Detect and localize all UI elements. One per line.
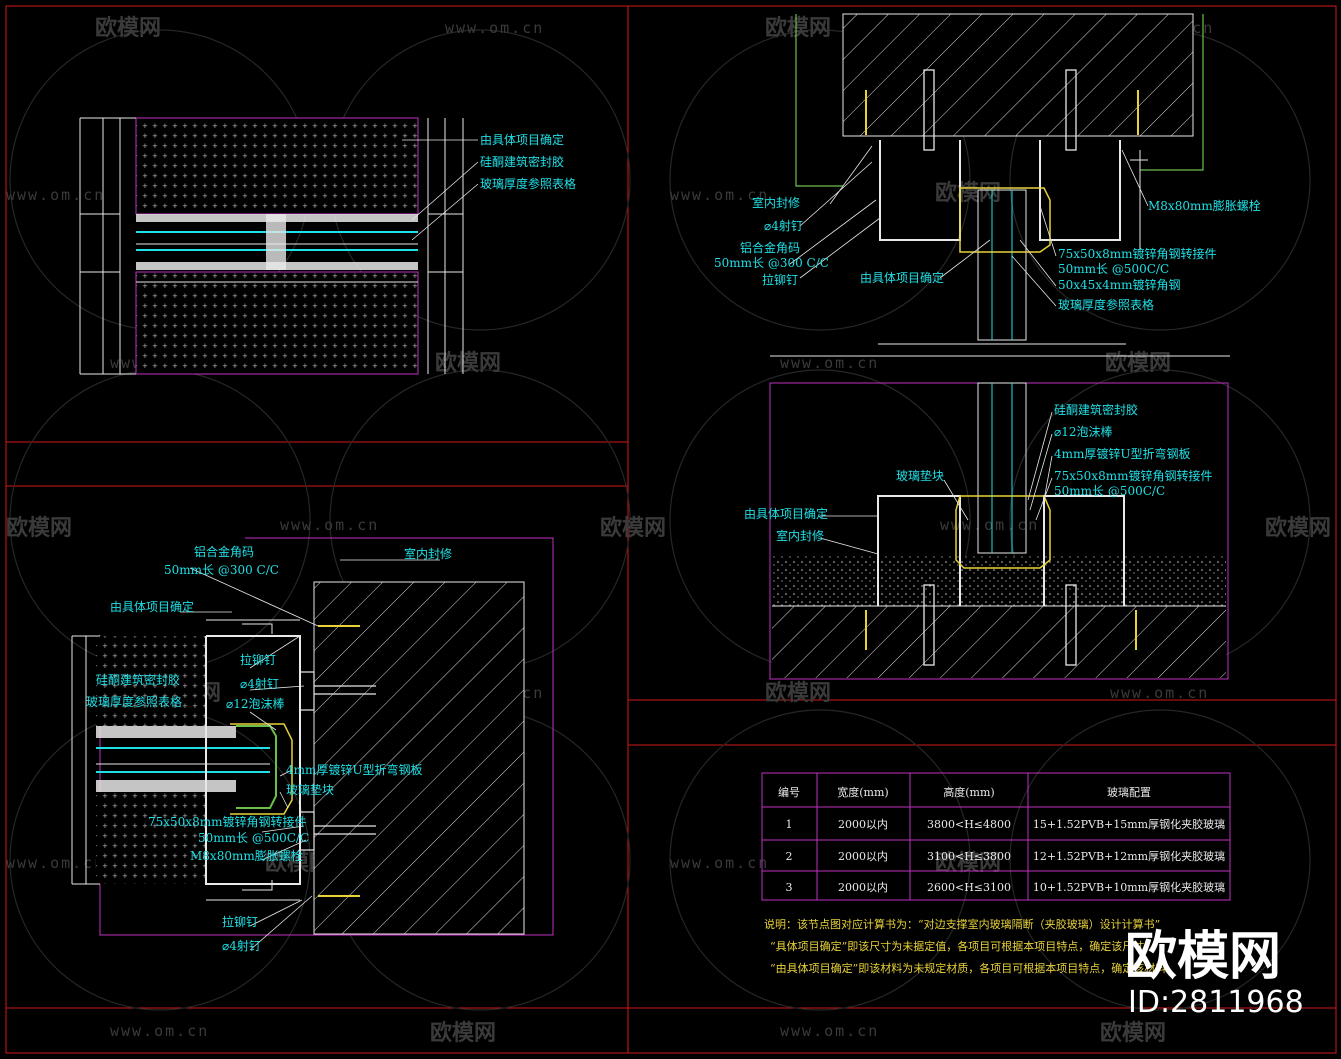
side-label-angle-bracket: 75x50x8mm镀锌角钢转接件 [148, 814, 306, 829]
bottom-label-project: 由具体项目确定 [744, 506, 828, 521]
side-label-rivet: 拉铆钉 [240, 652, 276, 667]
bottom-label-setting-block: 玻璃垫块 [896, 468, 944, 483]
watermark-logo: 欧模网 [935, 850, 1001, 876]
top-label-spacing: 50mm长 @300 C/C [714, 256, 829, 270]
table-cell: 2000以内 [838, 880, 888, 894]
bottom-label-finish: 室内封修 [776, 528, 824, 543]
table-cell: 2000以内 [838, 849, 888, 863]
table-header-no: 编号 [778, 785, 800, 799]
watermark-logo: 欧模网 [1100, 1020, 1166, 1046]
table-cell: 15+1.52PVB+15mm厚钢化夹胶玻璃 [1033, 817, 1225, 831]
side-label-corner-code: 铝合金角码 [194, 544, 254, 559]
watermark-url: www.om.cn [780, 354, 879, 372]
top-label-rivet: 拉铆钉 [762, 272, 798, 287]
watermark-url: www.om.cn [445, 19, 544, 37]
table-cell: 2 [786, 850, 793, 863]
watermark-url: www.om.cn [6, 854, 105, 872]
side-label-finish: 室内封修 [404, 546, 452, 561]
glass-config-table: 编号 宽度(mm) 高度(mm) 玻璃配置 1 2000以内 3800<H≤48… [761, 772, 1231, 901]
watermark-url: www.om.cn [1110, 684, 1209, 702]
table-cell: 3800<H≤4800 [927, 818, 1011, 831]
side-label-nail-2: ⌀4射钉 [222, 938, 261, 953]
note-line-2: “具体项目确定”即该尺寸为未据定值，各项目可根据本项目特点，确定该尺寸 [770, 939, 1144, 953]
top-label-angle-steel: 50x45x4mm镀锌角钢 [1058, 278, 1180, 292]
drawing-frame [5, 5, 1337, 1054]
top-label-corner-code: 铝合金角码 [740, 240, 800, 255]
top-label-glass: 玻璃厚度参照表格 [1058, 297, 1154, 312]
watermark-url: www.om.cn [670, 186, 769, 204]
watermark-url: www.om.cn [670, 854, 769, 872]
watermark-url: www.om.cn [280, 516, 379, 534]
watermark-logo: 欧模网 [1105, 350, 1171, 376]
brand-id: ID:2811968 [1128, 985, 1304, 1020]
watermark-logo: 欧模网 [6, 515, 72, 541]
side-label-glass: 玻璃厚度参照表格 [86, 694, 182, 709]
side-label-nail: ⌀4射钉 [240, 676, 279, 691]
watermark-url: www.om.cn [6, 186, 105, 204]
watermark-logo: 欧模网 [95, 15, 161, 41]
side-label-foam-rod: ⌀12泡沫棒 [226, 697, 285, 711]
brand-watermark: 欧模网 ID:2811968 [1125, 927, 1304, 1020]
top-label-finish: 室内封修 [752, 195, 800, 210]
side-label-sealant: 硅酮建筑密封胶 [96, 672, 180, 687]
watermark-url: www.om.cn [780, 1022, 879, 1040]
watermark-logo: 欧模网 [1265, 515, 1331, 541]
top-label-anchor-bolt: M8x80mm膨胀螺栓 [1148, 198, 1261, 213]
watermark-logo: 欧模网 [600, 515, 666, 541]
side-label-rivet-2: 拉铆钉 [222, 914, 258, 929]
side-section: 铝合金角码 50mm长 @300 C/C 室内封修 由具体项目确定 拉铆钉 ⌀4… [71, 537, 554, 953]
notes: 说明：该节点图对应计算书为：“对边支撑室内玻璃隔断（夹胶玻璃）设计计算书” “具… [764, 917, 1166, 975]
plan-label-sealant: 硅酮建筑密封胶 [480, 154, 564, 169]
bottom-label-bracket-spacing: 50mm长 @500C/C [1054, 484, 1165, 498]
watermark-url: www.om.cn [940, 516, 1039, 534]
top-label-angle-bracket: 75x50x8mm镀锌角钢转接件 [1058, 246, 1216, 261]
brand-logo: 欧模网 [1125, 927, 1281, 987]
watermark-url: www.om.cn [110, 1022, 209, 1040]
table-cell: 2600<H≤3100 [927, 881, 1011, 894]
side-label-anchor-bolt: M8x80mm膨胀螺栓 [190, 848, 303, 863]
table-cell: 2000以内 [838, 817, 888, 831]
bottom-section: 硅酮建筑密封胶 ⌀12泡沫棒 4mm厚镀锌U型折弯钢板 75x50x8mm镀锌角… [744, 382, 1229, 680]
watermark-logo: 欧模网 [765, 15, 831, 41]
bottom-label-angle-bracket: 75x50x8mm镀锌角钢转接件 [1054, 468, 1212, 483]
side-label-spacing: 50mm长 @300 C/C [164, 563, 279, 577]
top-label-nail: ⌀4射钉 [764, 218, 803, 233]
top-section: 室内封修 ⌀4射钉 铝合金角码 50mm长 @300 C/C 拉铆钉 由具体项目… [714, 13, 1261, 357]
bottom-label-steel-plate: 4mm厚镀锌U型折弯钢板 [1054, 446, 1191, 461]
table-header-config: 玻璃配置 [1107, 785, 1151, 799]
watermark-logo: 欧模网 [765, 680, 831, 706]
top-label-project: 由具体项目确定 [860, 270, 944, 285]
side-label-bracket-spacing: 50mm长 @500C/C [198, 831, 309, 845]
side-label-project: 由具体项目确定 [110, 599, 194, 614]
note-line-1: 说明：该节点图对应计算书为：“对边支撑室内玻璃隔断（夹胶玻璃）设计计算书” [764, 917, 1160, 931]
bottom-label-sealant: 硅酮建筑密封胶 [1054, 402, 1138, 417]
table-cell: 3100<H≤3800 [927, 850, 1011, 863]
table-cell: 10+1.52PVB+10mm厚钢化夹胶玻璃 [1033, 880, 1225, 894]
table-cell: 3 [786, 881, 793, 894]
table-header-width: 宽度(mm) [837, 785, 888, 799]
plan-label-glass: 玻璃厚度参照表格 [480, 176, 576, 191]
table-cell: 12+1.52PVB+12mm厚钢化夹胶玻璃 [1033, 849, 1225, 863]
bottom-label-foam-rod: ⌀12泡沫棒 [1054, 425, 1113, 439]
table-cell: 1 [786, 818, 793, 831]
note-line-3: “由具体项目确定”即该材料为未规定材质，各项目可根据本项目特点，确定该材料 [770, 961, 1166, 975]
plan-label-project: 由具体项目确定 [480, 132, 564, 147]
side-label-steel-plate: 4mm厚镀锌U型折弯钢板 [286, 762, 423, 777]
watermark-logo: 欧模网 [435, 350, 501, 376]
table-header-height: 高度(mm) [943, 785, 994, 799]
top-label-bracket-spacing: 50mm长 @500C/C [1058, 262, 1169, 276]
watermark-logo: 欧模网 [935, 180, 1001, 206]
plan-view: 由具体项目确定 硅酮建筑密封胶 玻璃厚度参照表格 [79, 117, 576, 375]
watermark-logo: 欧模网 [430, 1020, 496, 1046]
side-label-setting-block: 玻璃垫块 [286, 782, 334, 797]
